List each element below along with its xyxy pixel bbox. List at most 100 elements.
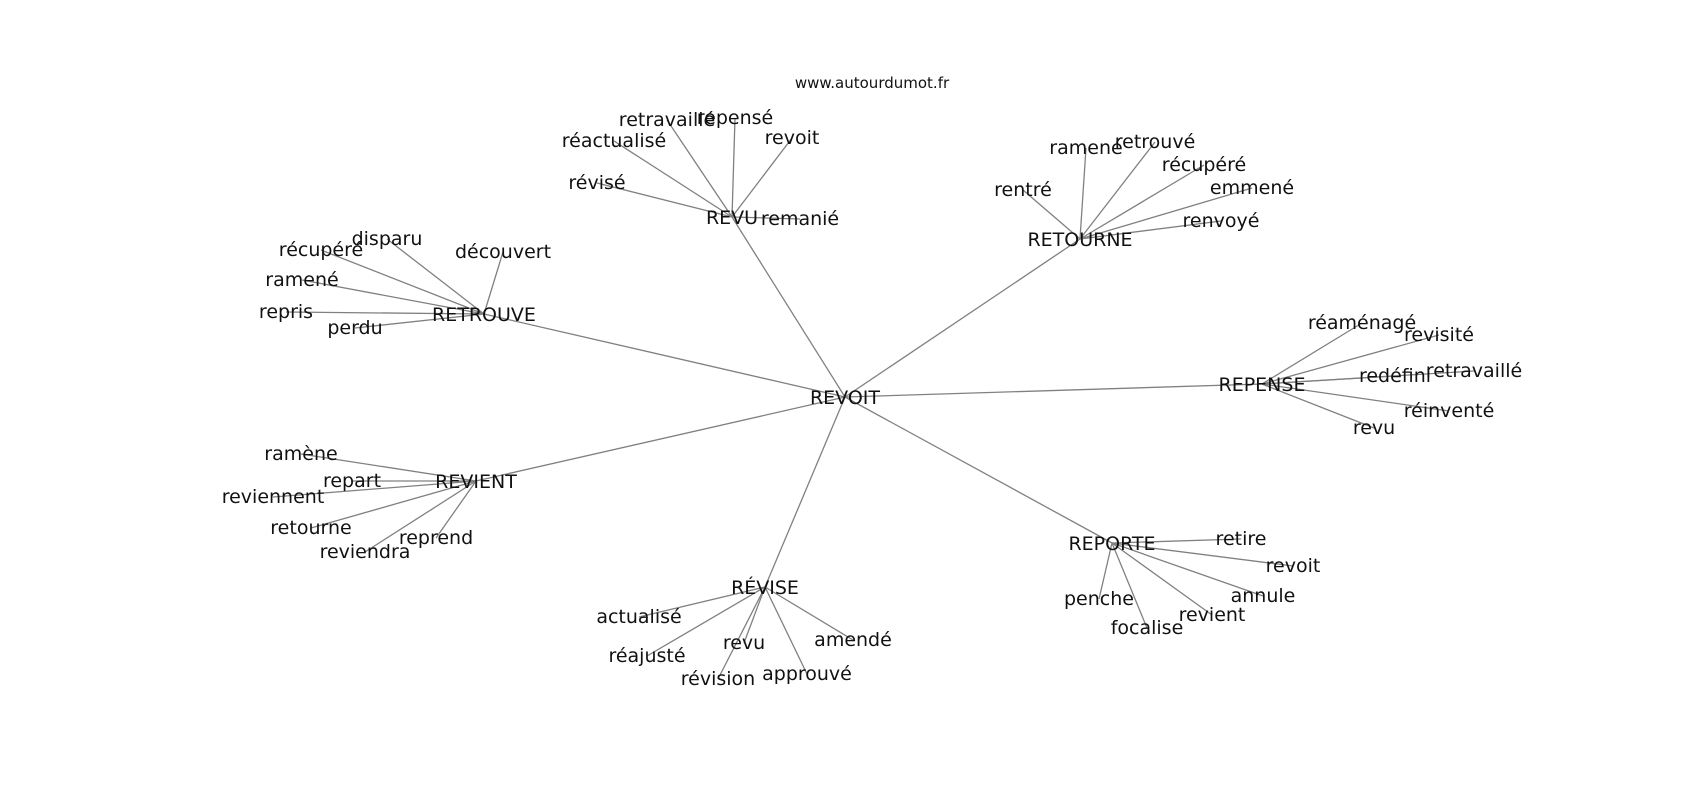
edge-root-revu: [731, 216, 846, 398]
leaf-node-revise[interactable]: révisé: [568, 172, 625, 194]
edge-revient-reprend: [435, 480, 477, 539]
leaf-node-ramene[interactable]: ramène: [264, 443, 337, 465]
edge-retrouve-ramene: [301, 279, 485, 315]
edge-retourne-renvoye: [1079, 220, 1222, 240]
leaf-node-retire[interactable]: retire: [1216, 528, 1267, 550]
leaf-node-revisite[interactable]: revisité: [1404, 324, 1474, 346]
edge-repense-revu: [1261, 383, 1375, 429]
leaf-node-ramene[interactable]: ramené: [265, 269, 338, 291]
edge-revise-actualise: [638, 586, 766, 618]
leaf-node-decouvert[interactable]: découvert: [455, 241, 551, 263]
leaf-node-penche[interactable]: penche: [1064, 588, 1134, 610]
leaf-node-approuve[interactable]: approuvé: [762, 663, 852, 685]
edge-retrouve-repris: [285, 311, 485, 315]
edge-revise-reajuste: [646, 586, 766, 657]
edge-retourne-retrouve: [1079, 141, 1156, 240]
edge-reporte-retire: [1111, 538, 1242, 544]
edge-root-retourne: [844, 238, 1081, 398]
leaf-node-revu[interactable]: revu: [723, 632, 765, 654]
leaf-node-reajuste[interactable]: réajusté: [608, 645, 685, 667]
leaf-node-retravaille[interactable]: retravaillé: [619, 109, 715, 131]
edge-revise-revision: [717, 586, 766, 680]
edge-repense-reamenage: [1261, 322, 1363, 385]
edge-root-reporte: [844, 396, 1113, 544]
leaf-node-renvoye[interactable]: renvoyé: [1183, 210, 1260, 232]
edge-revient-reviendra: [364, 480, 477, 553]
leaf-node-revient[interactable]: revient: [1179, 604, 1246, 626]
leaf-node-rentre[interactable]: rentré: [994, 179, 1052, 201]
leaf-node-reinvente[interactable]: réinventé: [1404, 400, 1495, 422]
leaf-node-retrouve[interactable]: retrouvé: [1115, 131, 1196, 153]
leaf-node-reviendra[interactable]: reviendra: [320, 541, 411, 563]
leaf-node-retravaille[interactable]: retravaillé: [1426, 360, 1522, 382]
hub-node-retrouve[interactable]: RETROUVE: [432, 304, 536, 326]
leaf-node-reviennent[interactable]: reviennent: [222, 486, 325, 508]
leaf-node-retourne[interactable]: retourne: [270, 517, 351, 539]
edge-revu-revoit: [731, 137, 793, 218]
edge-revient-ramene: [300, 453, 477, 482]
edge-root-revient: [475, 396, 846, 482]
edge-revise-approuve: [764, 586, 808, 675]
leaf-node-reprend[interactable]: reprend: [399, 527, 473, 549]
leaf-node-actualise[interactable]: actualisé: [596, 606, 681, 628]
edge-retourne-recupere: [1079, 164, 1205, 240]
hub-node-retourne[interactable]: RETOURNE: [1027, 229, 1132, 251]
edge-root-revise: [764, 396, 846, 588]
edge-revient-retourne: [310, 480, 477, 529]
edge-revise-amende: [764, 586, 854, 641]
leaf-node-remanie[interactable]: remanié: [761, 208, 839, 230]
leaf-node-revoit[interactable]: revoit: [765, 127, 820, 149]
leaf-node-recupere[interactable]: récupéré: [1162, 154, 1246, 176]
edge-revu-reactualise: [613, 140, 733, 218]
edge-retrouve-decouvert: [483, 251, 504, 315]
hub-node-repense[interactable]: REPENSE: [1219, 374, 1306, 396]
leaf-node-reactualise[interactable]: réactualisé: [562, 130, 666, 152]
leaf-node-repense[interactable]: repensé: [697, 107, 773, 129]
edge-reporte-annule: [1111, 542, 1264, 597]
leaf-node-disparu[interactable]: disparu: [352, 228, 423, 250]
edge-retourne-rentre: [1022, 189, 1081, 240]
leaf-node-emmene[interactable]: emmené: [1210, 177, 1294, 199]
leaf-node-focalise[interactable]: focalise: [1111, 617, 1184, 639]
hub-node-revise[interactable]: RÉVISE: [731, 576, 799, 599]
hub-node-revu[interactable]: REVU: [706, 207, 758, 229]
edge-retrouve-recupere: [320, 249, 485, 315]
edge-reporte-revient: [1111, 542, 1213, 616]
leaf-node-amende[interactable]: amendé: [814, 629, 892, 651]
root-node-revoit[interactable]: REVOIT: [810, 387, 880, 409]
edge-revient-reviennent: [272, 480, 477, 498]
edge-revu-revise: [596, 182, 733, 218]
leaf-node-ramene[interactable]: ramené: [1049, 137, 1122, 159]
edge-repense-retravaille: [1261, 370, 1475, 385]
edge-repense-revisite: [1261, 334, 1440, 385]
edge-reporte-revoit: [1111, 542, 1294, 567]
edge-revu-remanie: [731, 216, 801, 220]
leaf-node-repart[interactable]: repart: [323, 470, 381, 492]
edge-retourne-emmene: [1079, 187, 1253, 240]
edge-reporte-penche: [1098, 542, 1113, 600]
leaf-node-redefini[interactable]: redéfini: [1359, 365, 1431, 387]
site-url: www.autourdumot.fr: [795, 74, 950, 92]
edge-repense-reinvente: [1261, 383, 1450, 412]
leaf-node-revu[interactable]: revu: [1353, 417, 1395, 439]
leaf-node-repris[interactable]: repris: [259, 301, 313, 323]
edge-revu-retravaille: [666, 119, 733, 218]
leaf-node-reamenage[interactable]: réaménagé: [1308, 312, 1416, 334]
leaf-node-revision[interactable]: révision: [681, 668, 755, 690]
edge-revu-repense: [731, 117, 736, 218]
hub-node-revient[interactable]: REVIENT: [435, 471, 517, 493]
leaf-node-revoit[interactable]: revoit: [1266, 555, 1321, 577]
edge-retrouve-perdu: [354, 313, 485, 329]
leaf-node-annule[interactable]: annule: [1231, 585, 1296, 607]
leaf-node-recupere[interactable]: récupéré: [279, 239, 363, 261]
edge-retourne-ramene: [1079, 147, 1087, 240]
edge-retrouve-disparu: [386, 238, 485, 315]
edge-root-retrouve: [483, 313, 846, 398]
edge-revise-revu: [743, 586, 766, 644]
hub-node-reporte[interactable]: REPORTE: [1068, 533, 1155, 555]
leaf-node-perdu[interactable]: perdu: [327, 317, 382, 339]
edge-reporte-focalise: [1111, 542, 1148, 629]
edge-root-repense: [844, 383, 1263, 398]
